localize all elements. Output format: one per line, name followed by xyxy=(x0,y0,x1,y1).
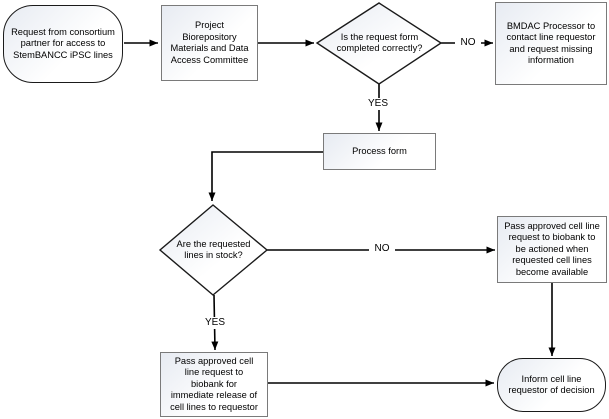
inform-terminator-label: Inform cell line requestor of decision xyxy=(508,373,595,396)
process-form-step-label: Process form xyxy=(352,145,407,156)
start-terminator-label: Request from consortium partner for acce… xyxy=(11,26,115,60)
form-decision-diamond xyxy=(315,2,443,85)
edge-process-to-stock-decision xyxy=(208,151,323,201)
bmdac-step: BMDAC Processor to contact line requesto… xyxy=(495,2,607,85)
pass-to-biobank-immediate-step: Pass approved cell line request to bioba… xyxy=(160,352,268,417)
bmdac-step-label: BMDAC Processor to contact line requesto… xyxy=(506,20,596,66)
inform-terminator: Inform cell line requestor of decision xyxy=(497,358,606,412)
pass-to-biobank-later-label: Pass approved cell line request to bioba… xyxy=(504,220,600,277)
pass-to-biobank-immediate-label: Pass approved cell line request to bioba… xyxy=(170,355,258,412)
committee-step: Project Biorepository Materials and Data… xyxy=(161,5,258,81)
stock-no-label: NO xyxy=(369,243,395,255)
stock-yes-label: YES xyxy=(200,317,230,329)
process-form-step: Process form xyxy=(323,133,436,170)
stock-decision-label: Are the requested lines in stock? xyxy=(176,238,251,261)
pass-to-biobank-later-step: Pass approved cell line request to bioba… xyxy=(497,216,607,283)
form-yes-label: YES xyxy=(363,98,393,110)
form-no-label: NO xyxy=(455,37,481,49)
form-decision-label: Is the request form completed correctly? xyxy=(336,31,423,54)
committee-step-label: Project Biorepository Materials and Data… xyxy=(170,20,249,65)
start-terminator-request: Request from consortium partner for acce… xyxy=(3,5,123,83)
stock-decision-diamond xyxy=(158,204,269,296)
